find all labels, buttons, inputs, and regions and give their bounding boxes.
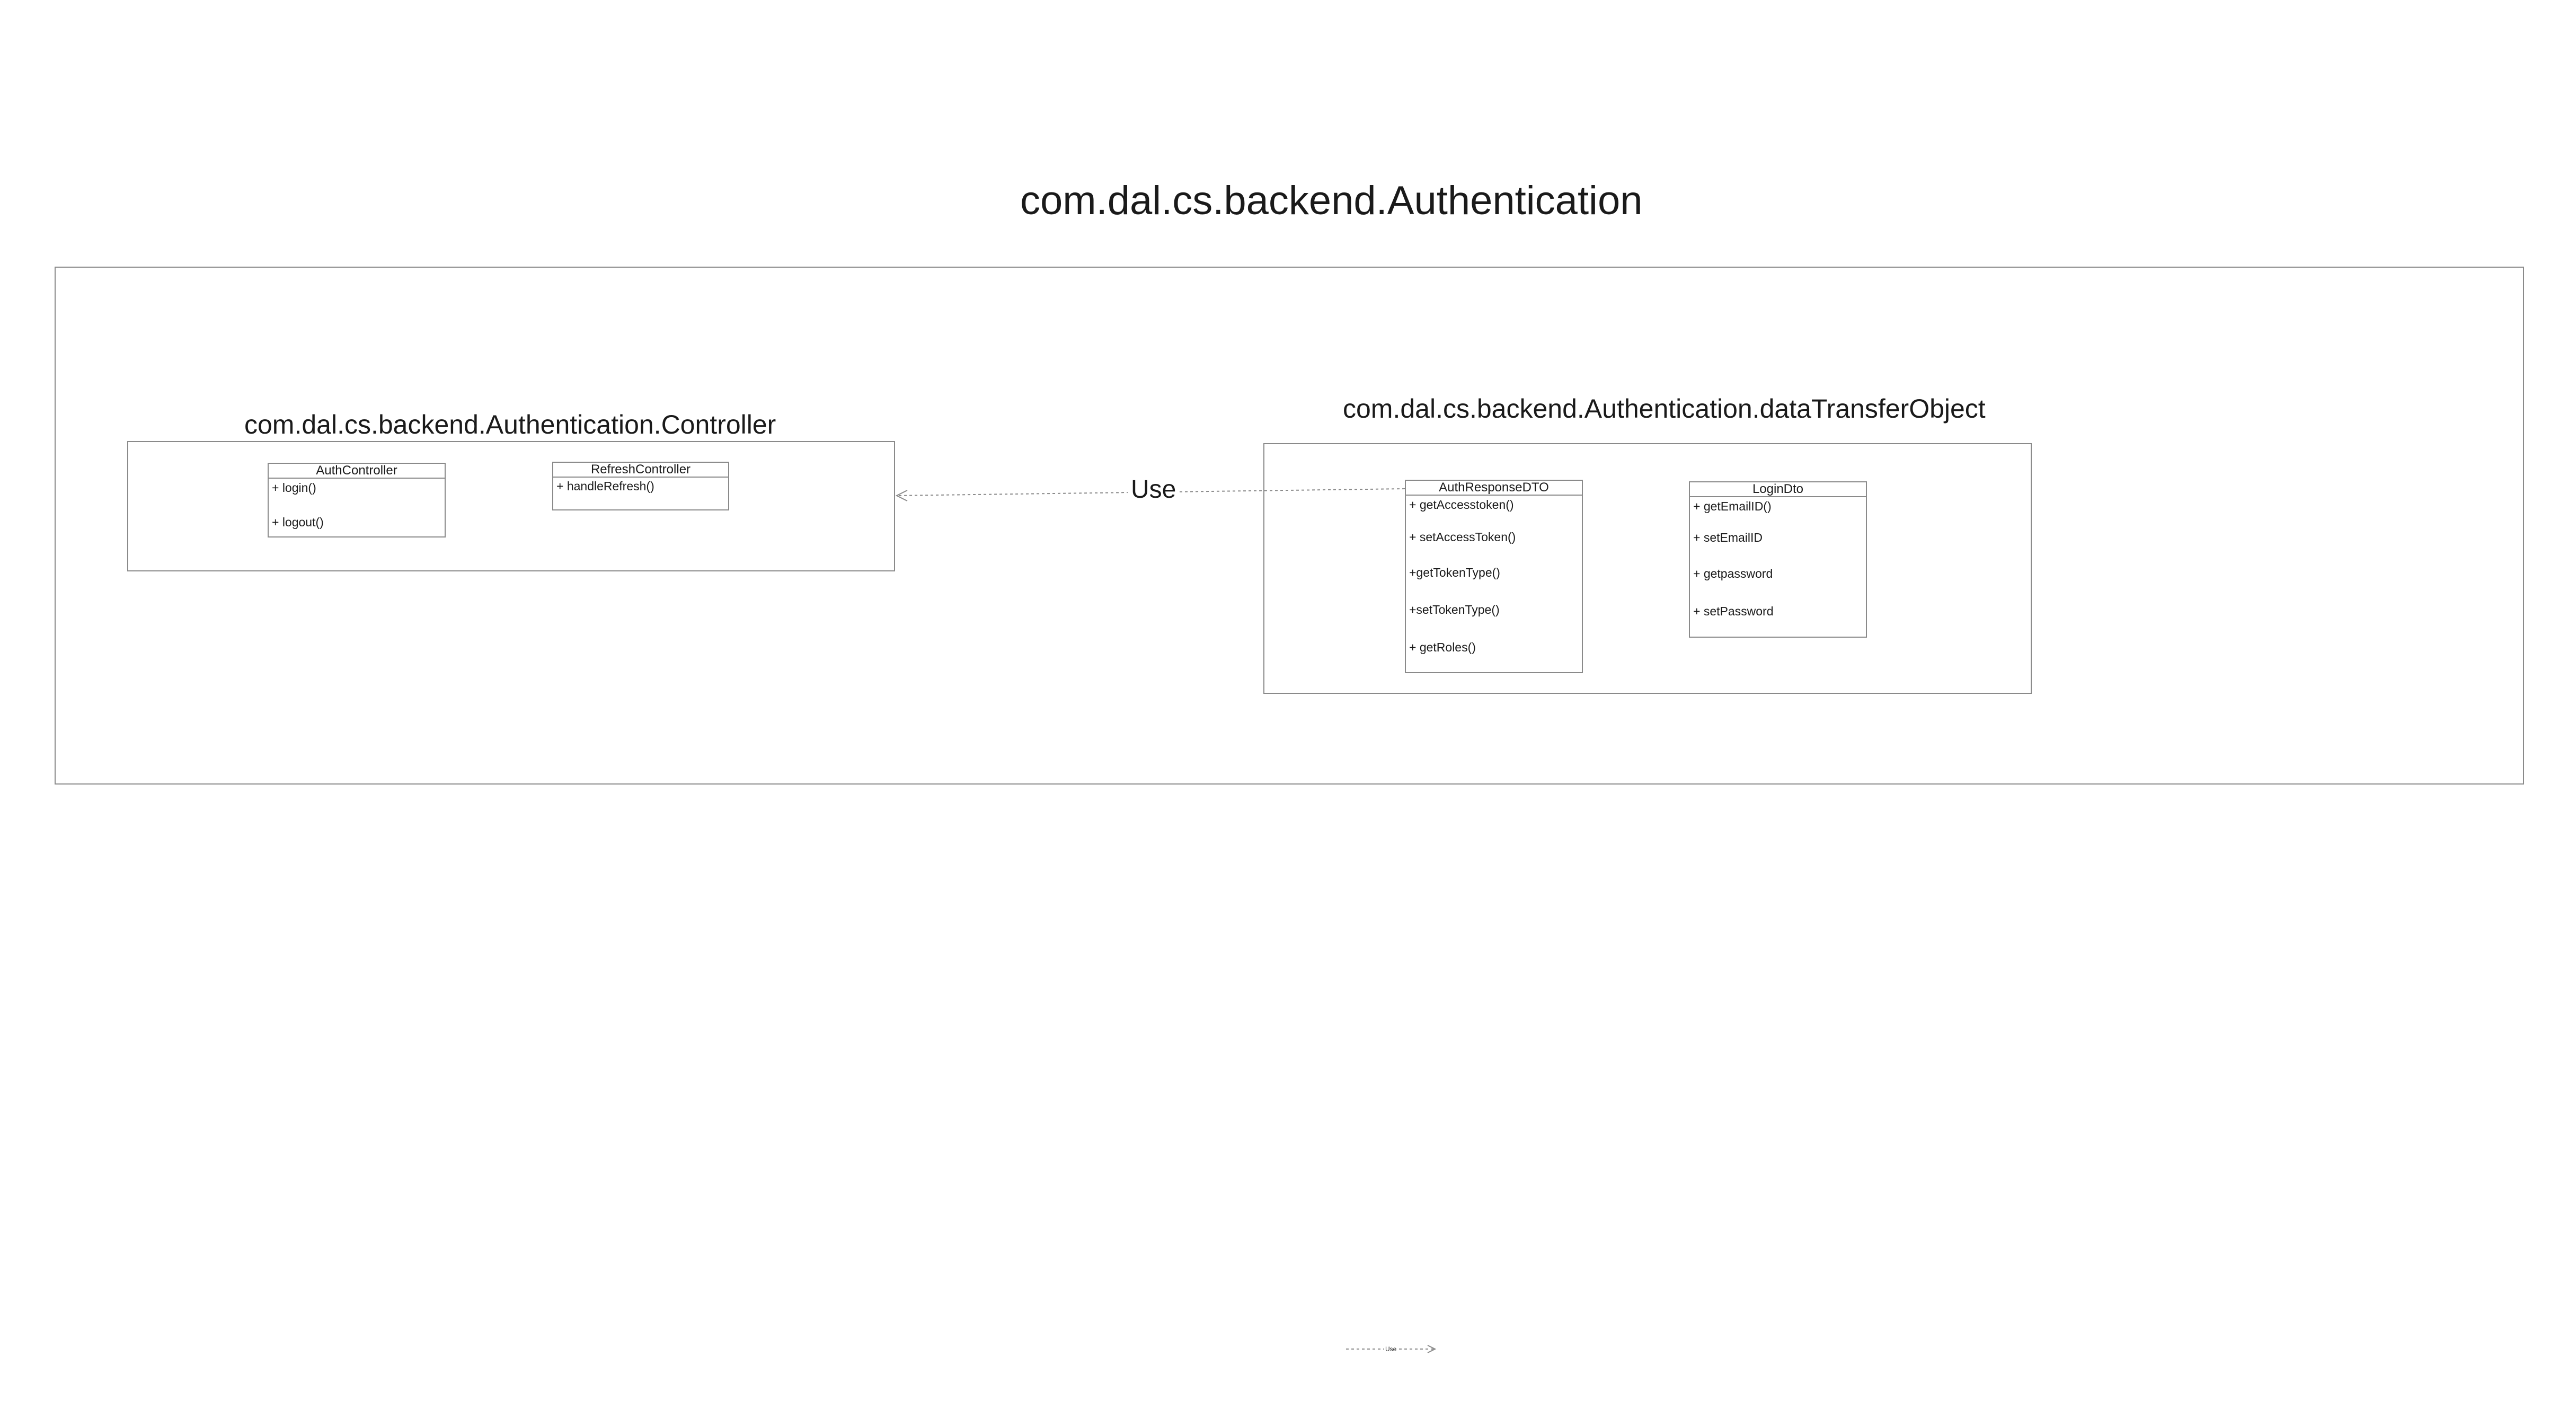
method-set-email-id: + setEmailID xyxy=(1693,531,1763,544)
login-dto-class[interactable]: LoginDto + getEmailID() + setEmailID + g… xyxy=(1689,481,1867,638)
class-name: AuthResponseDTO xyxy=(1406,481,1582,496)
use-relation-label: Use xyxy=(1128,475,1180,504)
class-name: AuthController xyxy=(269,464,445,479)
method-get-password: + getpassword xyxy=(1693,567,1773,580)
refresh-controller-class[interactable]: RefreshController + handleRefresh() xyxy=(552,462,729,510)
use-dependency-arrow xyxy=(895,488,1405,501)
method-get-roles: + getRoles() xyxy=(1409,640,1476,654)
method-set-token-type: +setTokenType() xyxy=(1409,603,1500,616)
auth-response-dto-class[interactable]: AuthResponseDTO + getAccesstoken() + set… xyxy=(1405,480,1583,673)
method-get-accesstoken: + getAccesstoken() xyxy=(1409,498,1514,512)
controller-package-frame xyxy=(127,441,895,571)
dto-package-frame xyxy=(1263,443,2032,694)
method-set-password: + setPassword xyxy=(1693,604,1774,618)
class-name: RefreshController xyxy=(553,463,728,478)
method-get-token-type: +getTokenType() xyxy=(1409,566,1500,579)
outer-package-frame xyxy=(55,267,2524,785)
dto-package-title: com.dal.cs.backend.Authentication.dataTr… xyxy=(1343,394,1986,424)
method-handle-refresh: + handleRefresh() xyxy=(556,479,654,493)
class-name: LoginDto xyxy=(1690,482,1866,497)
method-set-access-token: + setAccessToken() xyxy=(1409,530,1516,544)
method-get-email-id: + getEmailID() xyxy=(1693,499,1772,513)
method-login: + login() xyxy=(272,481,316,495)
controller-package-title: com.dal.cs.backend.Authentication.Contro… xyxy=(244,410,776,439)
auth-controller-class[interactable]: AuthController + login() + logout() xyxy=(268,463,446,537)
legend-label: Use xyxy=(1384,1345,1398,1353)
method-logout: + logout() xyxy=(272,515,324,529)
diagram-title: com.dal.cs.backend.Authentication xyxy=(1020,178,1643,223)
